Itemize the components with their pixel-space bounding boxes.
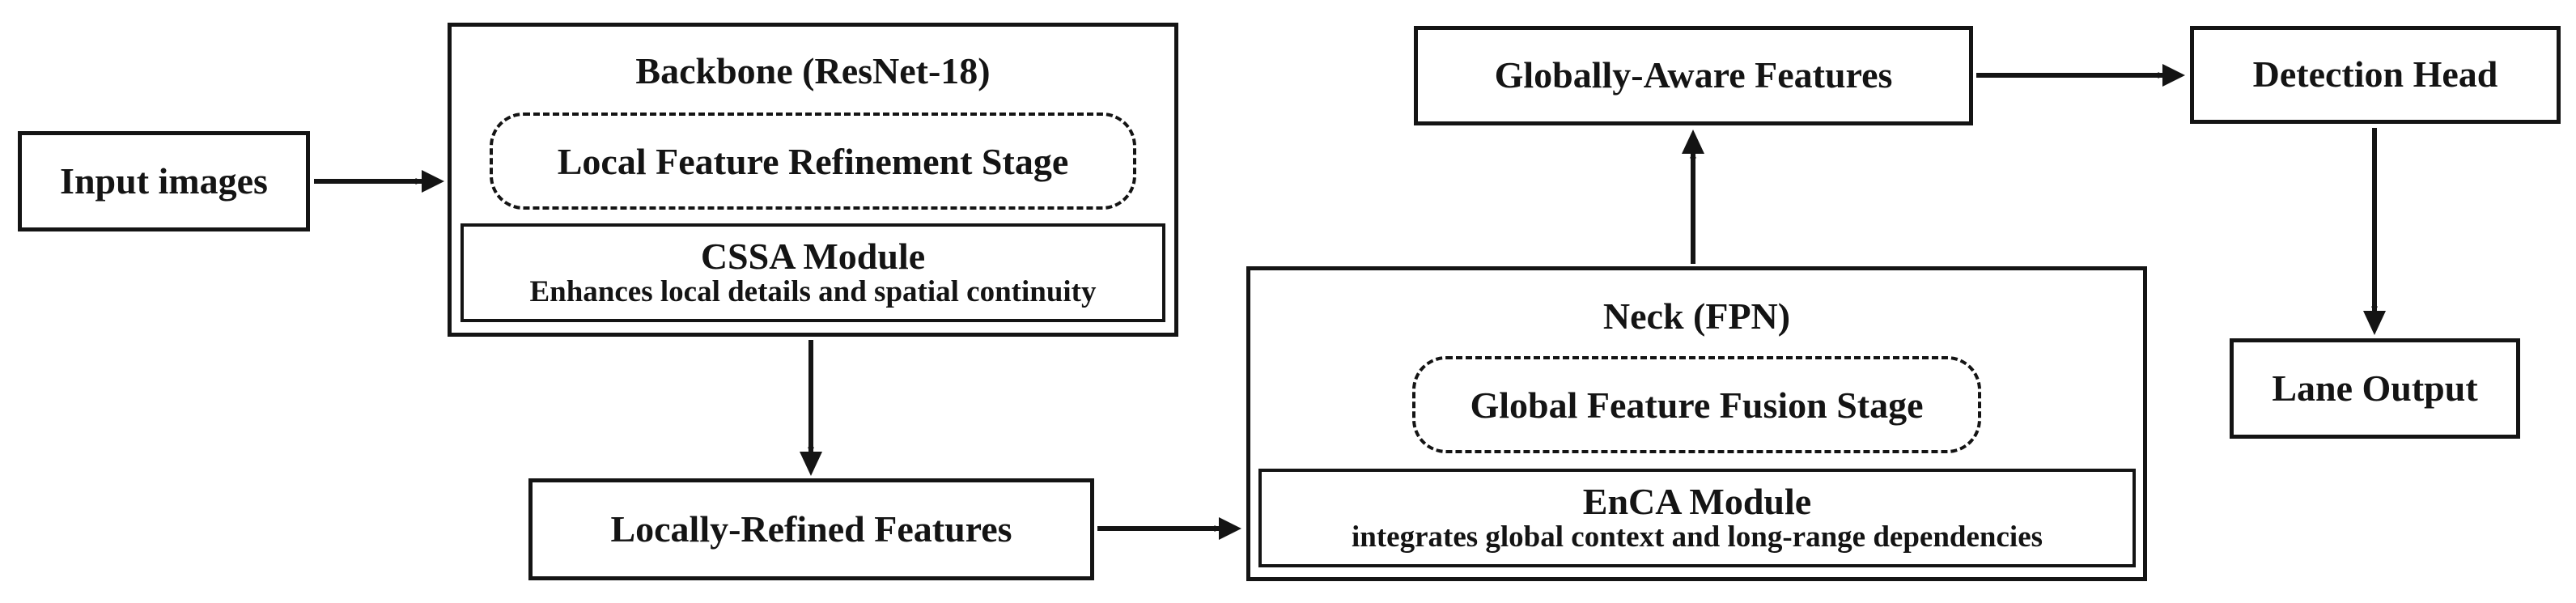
backbone-stage-label: Local Feature Refinement Stage (557, 140, 1069, 182)
node-detection-head: Detection Head (2190, 26, 2561, 124)
locally-refined-features-label: Locally-Refined Features (610, 507, 1012, 550)
enca-module-title: EnCA Module (1582, 480, 1812, 522)
neck-title: Neck (FPN) (1602, 295, 1791, 337)
lane-output-label: Lane Output (2272, 367, 2478, 409)
node-globally-aware-features: Globally-Aware Features (1414, 26, 1973, 125)
enca-module-box: EnCA Module integrates global context an… (1258, 469, 2136, 567)
arrowhead-down-1 (800, 452, 822, 476)
node-input-images: Input images (18, 131, 310, 231)
arrowhead-right-2 (1219, 517, 1241, 540)
input-images-label: Input images (60, 159, 268, 202)
cssa-module-box: CSSA Module Enhances local details and s… (460, 223, 1165, 322)
neck-stage-box: Global Feature Fusion Stage (1412, 356, 1981, 453)
arrowhead-down-2 (2363, 311, 2386, 335)
detection-head-label: Detection Head (2252, 53, 2498, 96)
enca-module-desc: integrates global context and long-range… (1351, 520, 2043, 554)
node-locally-refined-features: Locally-Refined Features (528, 478, 1094, 580)
neck-stage-label: Global Feature Fusion Stage (1470, 384, 1924, 426)
cssa-module-desc: Enhances local details and spatial conti… (529, 274, 1097, 308)
cssa-module-title: CSSA Module (700, 235, 926, 277)
arrowhead-right-1 (422, 170, 444, 193)
arrowhead-right-3 (2162, 64, 2185, 87)
node-backbone: Backbone (ResNet-18) Local Feature Refin… (448, 23, 1178, 337)
globally-aware-features-label: Globally-Aware Features (1494, 54, 1893, 96)
node-lane-output: Lane Output (2230, 338, 2520, 439)
backbone-title: Backbone (ResNet-18) (635, 50, 991, 91)
node-neck: Neck (FPN) Global Feature Fusion Stage E… (1246, 266, 2147, 581)
backbone-stage-box: Local Feature Refinement Stage (490, 113, 1136, 210)
arrowhead-up-1 (1682, 130, 1704, 154)
